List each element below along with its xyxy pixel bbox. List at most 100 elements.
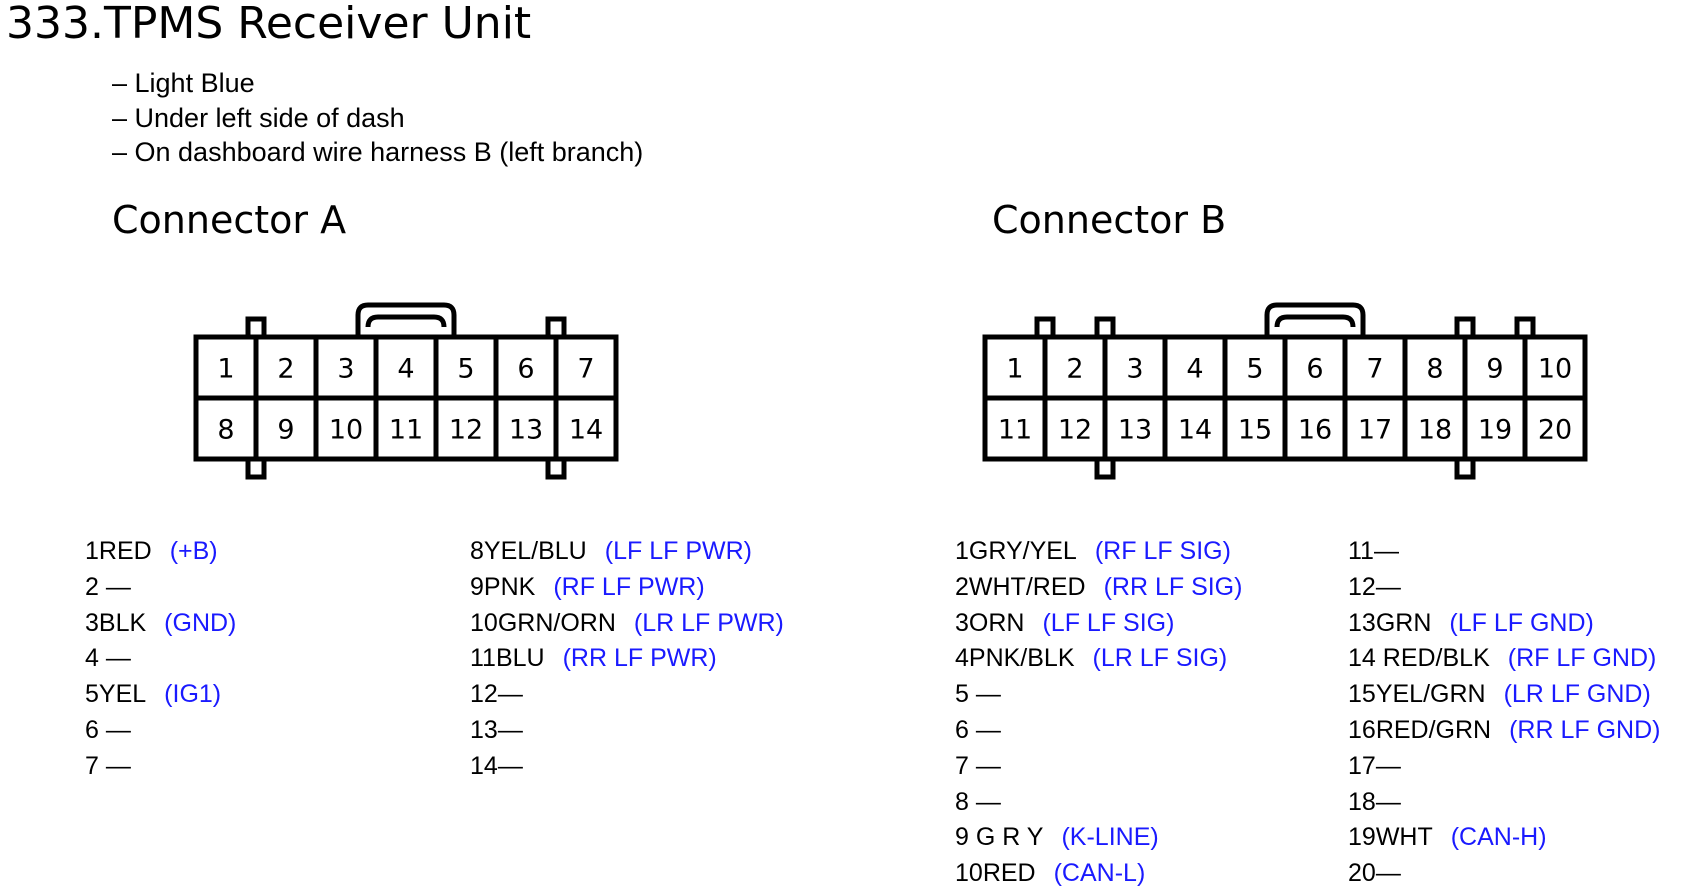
- pin-number: 7: [85, 751, 99, 780]
- info-color: – Light Blue: [112, 68, 255, 98]
- pin-number: 19: [1348, 823, 1376, 852]
- pin-number: 10: [955, 859, 983, 888]
- pin-number: 8: [955, 787, 969, 816]
- pin-wire-color: RED/GRN: [1375, 715, 1492, 744]
- connector-b-cavity-8: 8: [1426, 354, 1443, 385]
- pin-wire-color: —: [1375, 572, 1401, 601]
- connector-b-title: Connector B: [992, 198, 1227, 242]
- pin-function: (LR LF SIG): [1092, 644, 1228, 673]
- connector-b-top-tab: [1034, 316, 1056, 340]
- connector-a-cavity-9: 9: [277, 415, 294, 446]
- connector-b-cavity-7: 7: [1366, 354, 1383, 385]
- connector-b-bottom-tab: [1094, 456, 1116, 480]
- connector-b-cavity-16: 16: [1298, 415, 1332, 446]
- connector-b-pin-16: 16RED/GRN (RR LF GND): [1348, 713, 1661, 749]
- connector-a-cavity-11: 11: [389, 415, 423, 446]
- pin-number: 17: [1348, 751, 1376, 780]
- pin-wire-color: BLK: [98, 608, 147, 637]
- pin-number: 18: [1348, 787, 1376, 816]
- pin-wire-color: —: [968, 787, 1001, 816]
- pin-number: 8: [470, 537, 484, 565]
- connector-a-pin-list-right: 8YEL/BLU(LF LF PWR)9PNK(RF LF PWR)10GRN/…: [470, 534, 784, 785]
- connector-a-pin-5: 5YEL(IG1): [85, 677, 236, 713]
- connector-b-cavity-14: 14: [1178, 415, 1212, 446]
- connector-b-cavity-19: 19: [1478, 415, 1512, 446]
- connector-b-cavity-12: 12: [1058, 415, 1092, 446]
- pin-number: 1: [955, 537, 969, 565]
- pin-number: 5: [955, 680, 969, 709]
- pin-number: 6: [955, 715, 969, 744]
- pin-wire-color: G R Y: [968, 823, 1044, 852]
- connector-a-cavity-10: 10: [329, 415, 363, 446]
- pin-function: (RR LF GND): [1509, 715, 1661, 744]
- connector-a-cavity-2: 2: [277, 354, 294, 385]
- pin-number: 11: [470, 644, 496, 673]
- connector-b-cavity-13: 13: [1118, 415, 1152, 446]
- pin-number: 15: [1348, 680, 1376, 709]
- pin-number: 20: [1348, 859, 1376, 888]
- pin-wire-color: RED: [982, 859, 1036, 888]
- connector-a-pin-7: 7 —: [85, 749, 236, 785]
- pin-wire-color: YEL/GRN: [1375, 680, 1486, 709]
- connector-b-pin-20: 20—: [1348, 856, 1661, 892]
- pin-wire-color: —: [497, 680, 523, 709]
- connector-a-pin-1: 1RED(+B): [85, 534, 236, 570]
- pin-number: 2: [85, 572, 99, 601]
- connector-b-pin-12: 12—: [1348, 570, 1661, 606]
- pin-function: (RF LF SIG): [1094, 537, 1231, 565]
- pin-wire-color: —: [98, 644, 131, 673]
- pin-function: (RR LF PWR): [562, 644, 717, 673]
- pin-wire-color: —: [98, 572, 131, 601]
- pin-wire-color: GRN: [1375, 608, 1432, 637]
- connector-b-cavity-3: 3: [1126, 354, 1143, 385]
- connector-b-pin-6: 6 —: [955, 713, 1242, 749]
- pin-function: (RR LF SIG): [1103, 572, 1243, 601]
- connector-b-pin-11: 11—: [1348, 534, 1661, 570]
- page-title: 333.TPMS Receiver Unit: [6, 0, 532, 49]
- connector-b-pin-10: 10RED(CAN-L): [955, 856, 1242, 892]
- pin-function: (K-LINE): [1061, 823, 1159, 852]
- connector-a-pin-8: 8YEL/BLU(LF LF PWR): [470, 534, 784, 570]
- pin-function: (+B): [169, 537, 218, 565]
- connector-a-cavity-1: 1: [217, 354, 234, 385]
- connector-b-cavity-11: 11: [998, 415, 1032, 446]
- info-location: – Under left side of dash: [112, 102, 405, 133]
- connector-a-pin-12: 12—: [470, 677, 784, 713]
- pin-wire-color: YEL: [98, 680, 147, 709]
- pin-number: 12: [470, 680, 498, 709]
- pin-wire-color: GRN/ORN: [497, 608, 616, 637]
- pin-wire-color: YEL/BLU: [483, 537, 587, 565]
- connector-b-cavity-17: 17: [1358, 415, 1392, 446]
- pin-function: (CAN-H): [1450, 823, 1547, 852]
- pin-number: 16: [1348, 715, 1376, 744]
- pin-wire-color: —: [497, 715, 523, 744]
- pin-number: 14: [470, 751, 498, 780]
- pin-number: 2: [955, 572, 969, 601]
- connector-a-pin-list-left: 1RED(+B)2 —3BLK(GND)4 —5YEL(IG1)6 —7 —: [85, 534, 236, 785]
- connector-b-top-tab: [1514, 316, 1536, 340]
- pin-function: (LR LF GND): [1503, 680, 1651, 709]
- connector-b-pin-17: 17—: [1348, 749, 1661, 785]
- connector-b-latch: [1264, 302, 1366, 337]
- connector-a-cavity-5: 5: [457, 354, 474, 385]
- connector-b-cavity-10: 10: [1538, 354, 1572, 385]
- connector-b-top-tab: [1094, 316, 1116, 340]
- pin-wire-color: WHT/RED: [968, 572, 1086, 601]
- pin-number: 9: [470, 572, 484, 601]
- connector-b-pin-2: 2WHT/RED (RR LF SIG): [955, 570, 1242, 606]
- connector-b-pin-18: 18—: [1348, 785, 1661, 821]
- location-info: – Light Blue – Under left side of dash –…: [112, 66, 643, 170]
- connector-a-top-tab: [545, 316, 567, 340]
- pin-number: 14: [1348, 644, 1376, 673]
- connector-a-pin-4: 4 —: [85, 641, 236, 677]
- pin-function: (RF LF PWR): [553, 572, 705, 601]
- connector-a-bottom-tab: [245, 456, 267, 480]
- pin-number: 11: [1348, 537, 1374, 565]
- pin-wire-color: RED: [98, 537, 152, 565]
- pin-wire-color: —: [1375, 751, 1401, 780]
- pin-function: (GND): [164, 608, 237, 637]
- connector-a-latch-inner: [365, 314, 447, 328]
- pin-number: 10: [470, 608, 498, 637]
- connector-b-cavity-1: 1: [1006, 354, 1023, 385]
- pin-wire-color: GRY/YEL: [968, 537, 1077, 565]
